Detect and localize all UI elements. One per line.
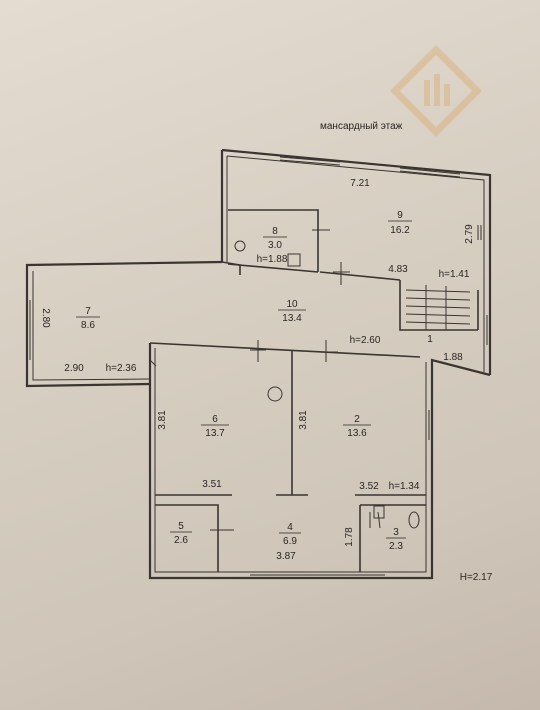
dim-4-83: 4.83 (388, 264, 408, 275)
dim-3-51: 3.51 (202, 479, 222, 490)
room-label-7: 7 8.6 (76, 306, 100, 331)
dim-h-2-36: h=2.36 (106, 363, 137, 374)
dim-7-21: 7.21 (350, 178, 370, 189)
dim-h-2-60: h=2.60 (350, 335, 381, 346)
dim-1-78: 1.78 (344, 527, 355, 547)
room-label-8: 8 3.0 (263, 226, 287, 251)
room-label-3: 3 2.3 (386, 527, 406, 552)
room-label-10: 10 13.4 (278, 299, 306, 324)
room-label-4: 4 6.9 (279, 522, 301, 547)
wall-upper-block (220, 148, 492, 375)
wall-room-8 (227, 209, 319, 273)
dim-3-81-left: 3.81 (157, 410, 168, 430)
svg-text:2: 2 (354, 414, 360, 425)
dim-3-52: 3.52 (359, 481, 379, 492)
svg-text:6.9: 6.9 (283, 536, 297, 547)
svg-text:2.6: 2.6 (174, 535, 188, 546)
room-label-1: 1 (427, 334, 433, 345)
room-label-5: 5 2.6 (170, 521, 192, 546)
dim-2-80: 2.80 (40, 308, 51, 328)
dim-h-1-88: h=1.88 (257, 254, 288, 265)
total-height-label: H=2.17 (460, 572, 493, 583)
svg-text:16.2: 16.2 (390, 225, 410, 236)
svg-text:5: 5 (178, 521, 184, 532)
wall-room-6-2 (276, 350, 308, 496)
svg-text:8.6: 8.6 (81, 320, 95, 331)
staircase-icon (405, 285, 471, 330)
toilet-icon (234, 240, 420, 529)
room-label-2: 2 13.6 (343, 414, 371, 439)
svg-text:6: 6 (212, 414, 218, 425)
wall-stair (399, 280, 479, 331)
svg-text:13.7: 13.7 (205, 428, 225, 439)
dim-3-87: 3.87 (276, 551, 296, 562)
wall-lower-block (148, 343, 491, 580)
svg-text:13.4: 13.4 (282, 313, 302, 324)
room-label-6: 6 13.7 (201, 414, 229, 439)
svg-text:7: 7 (85, 306, 91, 317)
window-marks (26, 156, 488, 576)
svg-text:9: 9 (397, 210, 403, 221)
svg-text:8: 8 (272, 226, 278, 237)
dim-h-1-34: h=1.34 (389, 481, 420, 492)
wall-room-3 (359, 504, 426, 572)
dim-2-79: 2.79 (464, 224, 475, 244)
dim-3-81-right: 3.81 (298, 410, 309, 430)
svg-text:3: 3 (393, 527, 399, 538)
svg-text:2.3: 2.3 (389, 541, 403, 552)
room-label-9: 9 16.2 (388, 210, 412, 236)
dim-h-1-41: h=1.41 (439, 269, 470, 280)
svg-text:10: 10 (286, 299, 298, 310)
wall-corridor-bottom (149, 342, 421, 358)
wall-room-5 (155, 504, 219, 572)
watermark-logo-icon (390, 45, 482, 137)
plan-title: мансардный этаж (320, 121, 403, 132)
column-icon (267, 386, 283, 402)
dim-2-90: 2.90 (64, 363, 84, 374)
svg-text:13.6: 13.6 (347, 428, 367, 439)
door-marks (149, 222, 381, 540)
svg-text:4: 4 (287, 522, 293, 533)
dim-1-88: 1.88 (443, 352, 463, 363)
svg-text:3.0: 3.0 (268, 240, 282, 251)
